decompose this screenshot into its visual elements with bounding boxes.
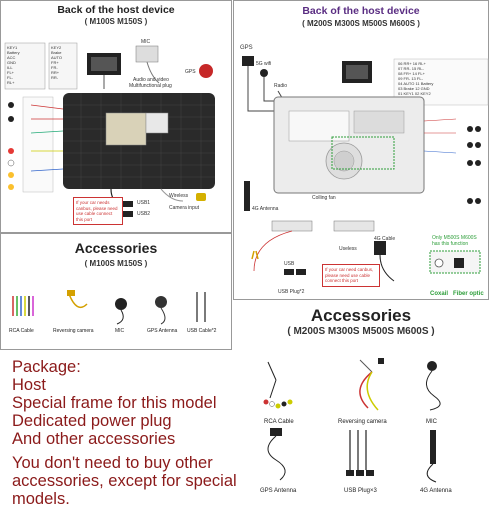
audio-video-label: Audio and video xyxy=(133,77,169,83)
right-acc-camera: Reversing camera xyxy=(338,419,387,425)
fiber-label: Fiber optic xyxy=(453,291,484,297)
left-host-panel: Back of the host device ( M100S M150S ) xyxy=(0,0,232,233)
camera-input-label: Camera input xyxy=(169,205,200,211)
left-acc-rca: RCA Cable xyxy=(9,328,34,334)
right-acc-mic: MIC xyxy=(426,419,437,425)
left-acc-usb: USB Cable*2 xyxy=(187,328,217,334)
wireless-label: Wireless xyxy=(169,193,189,199)
right-acc-usb: USB Plug×3 xyxy=(344,488,377,494)
package-note-2: accessories, except for special xyxy=(12,472,237,490)
right-accessories-models: ( M200S M300S M500S M600S ) xyxy=(287,326,435,337)
usb-plug-label: USB Plug*2 xyxy=(278,289,305,295)
useless-label: Useless xyxy=(339,246,357,252)
package-other: And other accessories xyxy=(12,430,176,448)
multifunction-label: Multifunctional plug xyxy=(129,83,172,89)
right-panel-title: Back of the host device xyxy=(302,5,420,17)
fan-label: Colling fan xyxy=(312,195,336,201)
package-section: Package: Host Special frame for this mod… xyxy=(0,350,489,508)
right-acc-gps: GPS Antenna xyxy=(260,488,297,494)
only-models-note: Only M500S M600S has this function xyxy=(432,235,477,247)
usb1-label: USB1 xyxy=(137,200,151,206)
right-harness-text: 06 RR+ 16 RL+07 RR- 15 RL-08 FR+ 14 FL+0… xyxy=(398,61,434,96)
usb2-label: USB2 xyxy=(137,211,151,217)
usb-label: USB xyxy=(284,261,295,267)
package-note-1: You don't need to buy other xyxy=(12,454,213,472)
left-accessories-models: ( M100S M150S ) xyxy=(84,259,148,268)
left-panel-models: ( M100S M150S ) xyxy=(84,17,148,26)
right-gps-label: GPS xyxy=(240,45,253,51)
left-wiring-diagram xyxy=(4,42,215,217)
left-acc-camera: Reversing camera xyxy=(53,328,94,334)
package-power-plug: Dedicated power plug xyxy=(12,412,172,430)
left-accessories-title: Accessories xyxy=(74,240,158,256)
right-accessories-title: Accessories xyxy=(310,306,412,325)
right-wiring-diagram xyxy=(242,56,489,282)
left-canbus-note: If your car needs canbus, please need us… xyxy=(73,197,123,225)
coaxial-label: Coxail xyxy=(430,291,449,297)
left-acc-gps: GPS Antenna xyxy=(147,328,178,334)
gps-label: GPS xyxy=(185,69,196,75)
right-accessories-images xyxy=(263,358,441,483)
package-heading: Package: xyxy=(12,358,81,376)
right-acc-4g: 4G Antenna xyxy=(420,488,452,494)
right-accessories-header: Accessories ( M200S M300S M500S M600S ) xyxy=(233,300,489,360)
antenna-4g-label: 4G Antenna xyxy=(252,206,279,212)
left-acc-mic: MIC xyxy=(115,328,125,334)
left-accessories-panel: Accessories ( M100S M150S ) RCA Cable Re… xyxy=(0,233,232,350)
package-frame: Special frame for this model xyxy=(12,394,217,412)
right-acc-rca: RCA Cable xyxy=(264,419,294,425)
cable-4g-label: 4G Cable xyxy=(374,236,396,242)
right-host-panel: Back of the host device ( M200S M300S M5… xyxy=(233,0,489,300)
package-host: Host xyxy=(12,376,46,394)
radio-label: Radio xyxy=(274,83,288,89)
left-panel-title: Back of the host device xyxy=(57,4,175,16)
mic-label: MIC xyxy=(141,39,151,45)
right-canbus-note: If your car need canbus, please need use… xyxy=(322,264,380,287)
left-accessories-images xyxy=(12,290,206,325)
wifi-label: 5G wifi xyxy=(256,61,272,67)
right-panel-models: ( M200S M300S M500S M600S ) xyxy=(302,19,420,28)
